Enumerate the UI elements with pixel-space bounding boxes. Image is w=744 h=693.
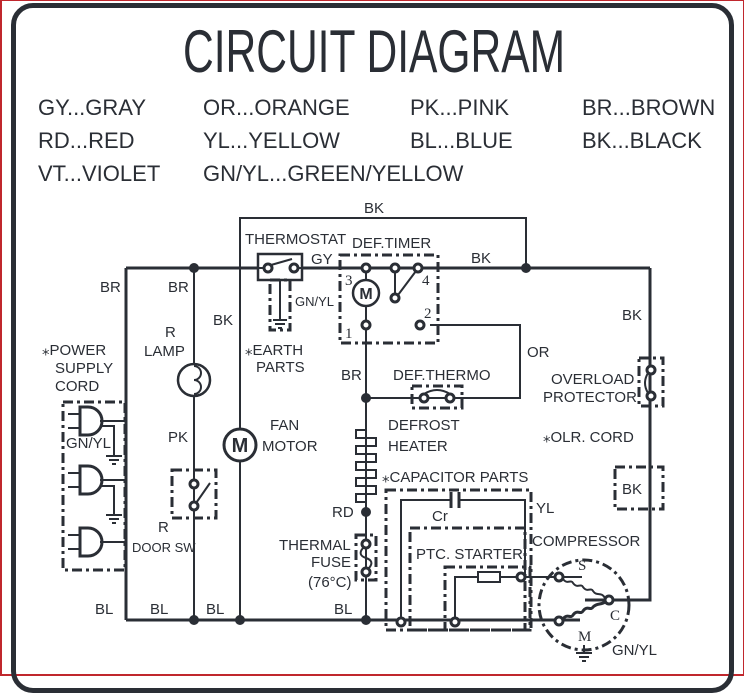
legend-bl: BL...BLUE <box>410 128 513 153</box>
label-ptc-starter: PTC. STARTER <box>416 546 523 563</box>
label-power-2: SUPPLY <box>55 360 113 377</box>
label-yl: YL <box>536 500 554 517</box>
label-def-thermo: DEF.THERMO <box>393 367 491 384</box>
plug-icon <box>68 526 126 558</box>
label-power-1: ⁎POWER <box>42 342 106 359</box>
label-capacitor-parts: ⁎CAPACITOR PARTS <box>382 469 528 486</box>
legend-rd: RD...RED <box>38 128 135 153</box>
label-bk-fan: BK <box>213 312 233 329</box>
compressor-icon <box>530 558 650 662</box>
label-protector: PROTECTOR <box>543 389 637 406</box>
timer-terminal-2: 2 <box>424 306 432 322</box>
legend-gnyl: GN/YL...GREEN/YELLOW <box>203 161 464 186</box>
label-door-sw: DOOR SW <box>132 540 196 555</box>
color-legend: GY...GRAY OR...ORANGE PK...PINK BR...BRO… <box>38 95 715 186</box>
label-cr: Cr <box>432 508 448 525</box>
legend-yl: YL...YELLOW <box>203 128 340 153</box>
label-earth-1: ⁎EARTH <box>245 342 303 359</box>
plug-icon <box>68 464 126 496</box>
legend-bk: BK...BLACK <box>582 128 702 153</box>
ptc-starter-icon <box>408 526 582 632</box>
label-thermal: THERMAL <box>279 537 351 554</box>
label-bl-fuse: BL <box>334 601 352 618</box>
wire-cap-left <box>400 499 450 620</box>
wire-cap-right <box>460 499 526 577</box>
terminal-s: S <box>578 558 586 574</box>
label-compressor: COMPRESSOR <box>532 533 641 550</box>
olr-cord-box <box>613 465 665 511</box>
label-br-heater: BR <box>341 367 362 384</box>
label-olr-cord: ⁎OLR. CORD <box>543 429 634 446</box>
terminal-m: M <box>578 629 591 645</box>
label-bl-1: BL <box>95 601 113 618</box>
label-thermostat: THERMOSTAT <box>245 231 346 248</box>
label-bk-right-top: BK <box>471 250 491 267</box>
label-earth-2: PARTS <box>256 359 305 376</box>
label-lamp: LAMP <box>144 343 185 360</box>
defrost-heater-icon <box>355 429 377 503</box>
label-pk: PK <box>168 429 188 446</box>
wire-bk-top <box>239 217 527 268</box>
label-bk-top: BK <box>364 200 384 217</box>
svg-text:M: M <box>359 286 372 303</box>
terminal-c: C <box>610 608 620 624</box>
label-or: OR <box>527 344 550 361</box>
def-timer-icon: M <box>300 253 650 345</box>
legend-pk: PK...PINK <box>410 95 509 120</box>
label-bl-2: BL <box>150 601 168 618</box>
def-thermo-icon <box>366 384 520 410</box>
fan-motor-icon: M <box>222 427 258 463</box>
label-br-left: BR <box>100 279 121 296</box>
label-bk-olr: BK <box>622 481 642 498</box>
diagram-title: CIRCUIT DIAGRAM <box>183 18 565 85</box>
label-power-3: CORD <box>55 378 99 395</box>
label-rd: RD <box>332 504 354 521</box>
label-gnyl-comp: GN/YL <box>612 642 657 659</box>
label-br-lamp: BR <box>168 279 189 296</box>
timer-terminal-3: 3 <box>345 273 353 289</box>
label-defrost: DEFROST <box>388 417 460 434</box>
label-fan: FAN <box>270 417 299 434</box>
legend-gy: GY...GRAY <box>38 95 146 120</box>
circuit-diagram: CIRCUIT DIAGRAM GY...GRAY OR...ORANGE PK… <box>38 18 715 662</box>
overload-protector-icon <box>637 356 665 408</box>
legend-vt: VT...VIOLET <box>38 161 160 186</box>
label-door-r: R <box>158 519 169 536</box>
label-lamp-r: R <box>165 324 176 341</box>
lamp-icon <box>176 362 212 398</box>
thermal-fuse-icon <box>354 533 378 582</box>
earth-parts-icon <box>268 278 292 332</box>
label-overload: OVERLOAD <box>551 371 635 388</box>
timer-terminal-1: 1 <box>345 326 353 342</box>
svg-text:M: M <box>232 435 249 457</box>
wire-ptc-left <box>454 576 478 620</box>
label-gy: GY <box>311 251 333 268</box>
ground-icon <box>100 425 122 465</box>
label-gnyl-thermostat: GN/YL <box>295 294 334 309</box>
label-def-timer: DEF.TIMER <box>352 235 431 252</box>
timer-terminal-4: 4 <box>422 273 430 289</box>
legend-br: BR...BROWN <box>582 95 715 120</box>
wire-or <box>366 324 521 399</box>
label-bk-right: BK <box>622 307 642 324</box>
label-gnyl-cord: GN/YL <box>66 435 111 452</box>
power-supply-cord <box>61 400 127 572</box>
door-switch-icon <box>170 468 218 520</box>
label-bl-3: BL <box>206 601 224 618</box>
label-heater: HEATER <box>388 438 448 455</box>
label-fuse-temp: (76°C) <box>308 574 352 591</box>
ground-icon <box>100 485 122 524</box>
label-motor: MOTOR <box>262 438 318 455</box>
legend-or: OR...ORANGE <box>203 95 350 120</box>
label-fuse: FUSE <box>311 554 351 571</box>
plug-icon <box>68 405 126 437</box>
